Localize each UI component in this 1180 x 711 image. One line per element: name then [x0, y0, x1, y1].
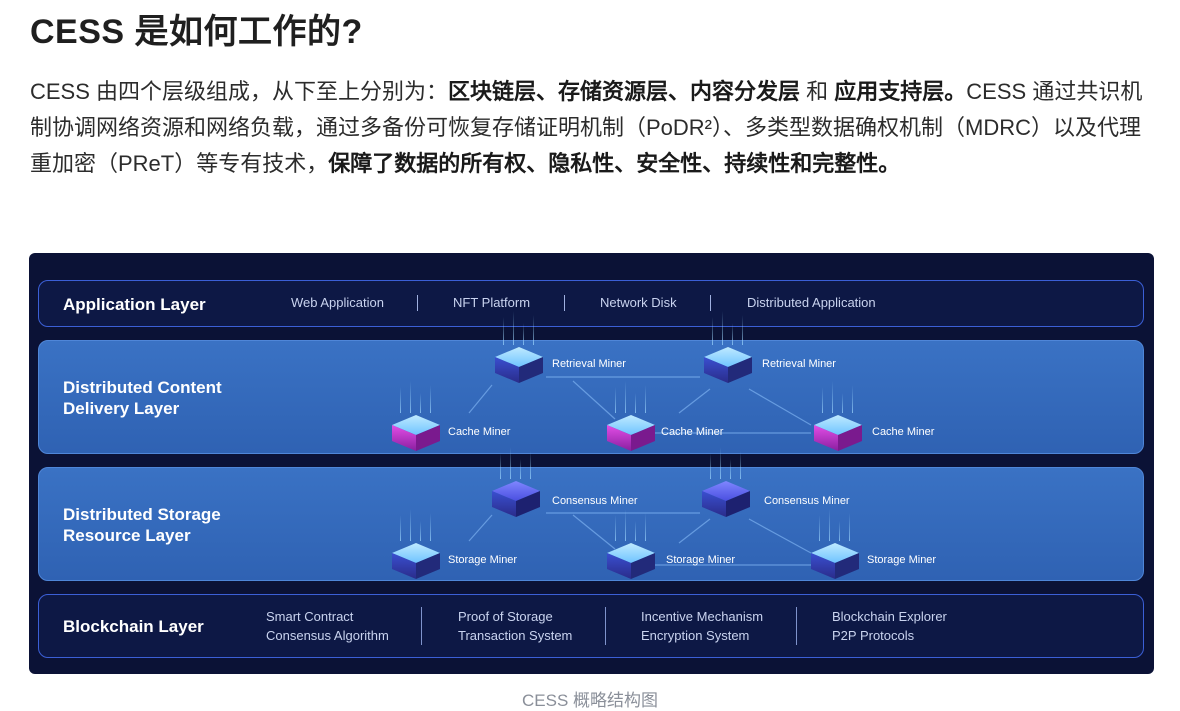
cache-miner-icon — [392, 381, 440, 451]
retrieval-miner-icon — [495, 311, 543, 383]
blockchain-group-2: Proof of Storage Transaction System — [458, 607, 572, 645]
blockchain-separator — [796, 607, 797, 645]
page-heading: CESS 是如何工作的? — [30, 13, 363, 51]
miner-network-graphics — [392, 311, 862, 579]
storage-connectors — [468, 512, 812, 566]
cess-architecture-diagram: Application Layer Web Application NFT Pl… — [29, 253, 1154, 674]
storage-miner-icon — [607, 509, 655, 579]
intro-text-1: CESS 由四个层级组成，从下至上分别为： — [30, 79, 449, 104]
diagram-caption: CESS 概略结构图 — [521, 691, 659, 710]
blockchain-item-consensus-algorithm: Consensus Algorithm — [266, 628, 389, 643]
consensus-miner-icon — [702, 447, 750, 517]
consensus-miner-label: Consensus Miner — [552, 495, 638, 507]
app-separator — [417, 295, 418, 311]
app-item-network-disk: Network Disk — [600, 295, 677, 310]
storage-miner-icon — [392, 509, 440, 579]
consensus-miner-icon — [492, 447, 540, 517]
storage-miner-label: Storage Miner — [666, 554, 736, 566]
blockchain-item-encryption-system: Encryption System — [641, 628, 750, 643]
retrieval-miner-label: Retrieval Miner — [552, 358, 626, 370]
app-item-distributed-application: Distributed Application — [747, 295, 876, 310]
intro-bold-2: 应用支持层。 — [834, 79, 967, 104]
app-separator — [710, 295, 711, 311]
application-layer-title: Application Layer — [63, 295, 206, 314]
content-delivery-connectors — [468, 376, 812, 434]
blockchain-item-blockchain-explorer: Blockchain Explorer — [832, 609, 947, 624]
intro-paragraph: CESS 由四个层级组成，从下至上分别为：区块链层、存储资源层、内容分发层 和 … — [30, 74, 1155, 182]
cache-miner-label: Cache Miner — [448, 426, 511, 438]
retrieval-miner-label: Retrieval Miner — [762, 358, 836, 370]
blockchain-separator — [605, 607, 606, 645]
consensus-miner-label: Consensus Miner — [764, 495, 850, 507]
application-layer: Application Layer Web Application NFT Pl… — [38, 280, 1144, 327]
storage-resource-title-line1: Distributed Storage — [63, 505, 221, 524]
blockchain-item-transaction-system: Transaction System — [458, 628, 573, 643]
cache-miner-label: Cache Miner — [661, 426, 724, 438]
app-item-web-application: Web Application — [291, 295, 384, 310]
blockchain-item-p2p-protocols: P2P Protocols — [832, 628, 915, 643]
app-separator — [564, 295, 565, 311]
storage-resource-layer-title: Distributed Storage Resource Layer — [63, 504, 221, 546]
blockchain-item-incentive-mechanism: Incentive Mechanism — [641, 609, 764, 624]
intro-text-2: 和 — [800, 79, 835, 104]
storage-miner-label: Storage Miner — [867, 554, 937, 566]
storage-miner-icon — [811, 509, 859, 579]
storage-resource-layer: Distributed Storage Resource Layer — [38, 467, 1144, 581]
blockchain-group-1: Smart Contract Consensus Algorithm — [266, 607, 389, 645]
cache-miner-label: Cache Miner — [872, 426, 935, 438]
blockchain-item-proof-of-storage: Proof of Storage — [458, 609, 553, 624]
app-item-nft-platform: NFT Platform — [453, 295, 531, 310]
storage-resource-title-line2: Resource Layer — [63, 526, 191, 545]
content-delivery-layer-title: Distributed Content Delivery Layer — [63, 377, 222, 419]
blockchain-group-3: Incentive Mechanism Encryption System — [641, 607, 763, 645]
intro-text-3: CESS 通过共识机制协调网络资源和网络负载，通过多备份可恢复存储证明机制（Po… — [30, 79, 1143, 176]
blockchain-separator — [421, 607, 422, 645]
cache-miner-icon — [814, 381, 862, 451]
blockchain-item-smart-contract: Smart Contract — [266, 609, 354, 624]
intro-bold-3: 保障了数据的所有权、隐私性、安全性、持续性和完整性。 — [328, 151, 901, 176]
retrieval-miner-icon — [704, 311, 752, 383]
blockchain-layer: Blockchain Layer Smart Contract Consensu… — [38, 594, 1144, 658]
blockchain-group-4: Blockchain Explorer P2P Protocols — [832, 607, 947, 645]
intro-bold-1: 区块链层、存储资源层、内容分发层 — [448, 79, 801, 104]
content-delivery-title-line1: Distributed Content — [63, 378, 222, 397]
storage-miner-label: Storage Miner — [448, 554, 518, 566]
blockchain-layer-title: Blockchain Layer — [63, 617, 204, 636]
content-delivery-title-line2: Delivery Layer — [63, 399, 180, 418]
cache-miner-icon — [607, 381, 655, 451]
